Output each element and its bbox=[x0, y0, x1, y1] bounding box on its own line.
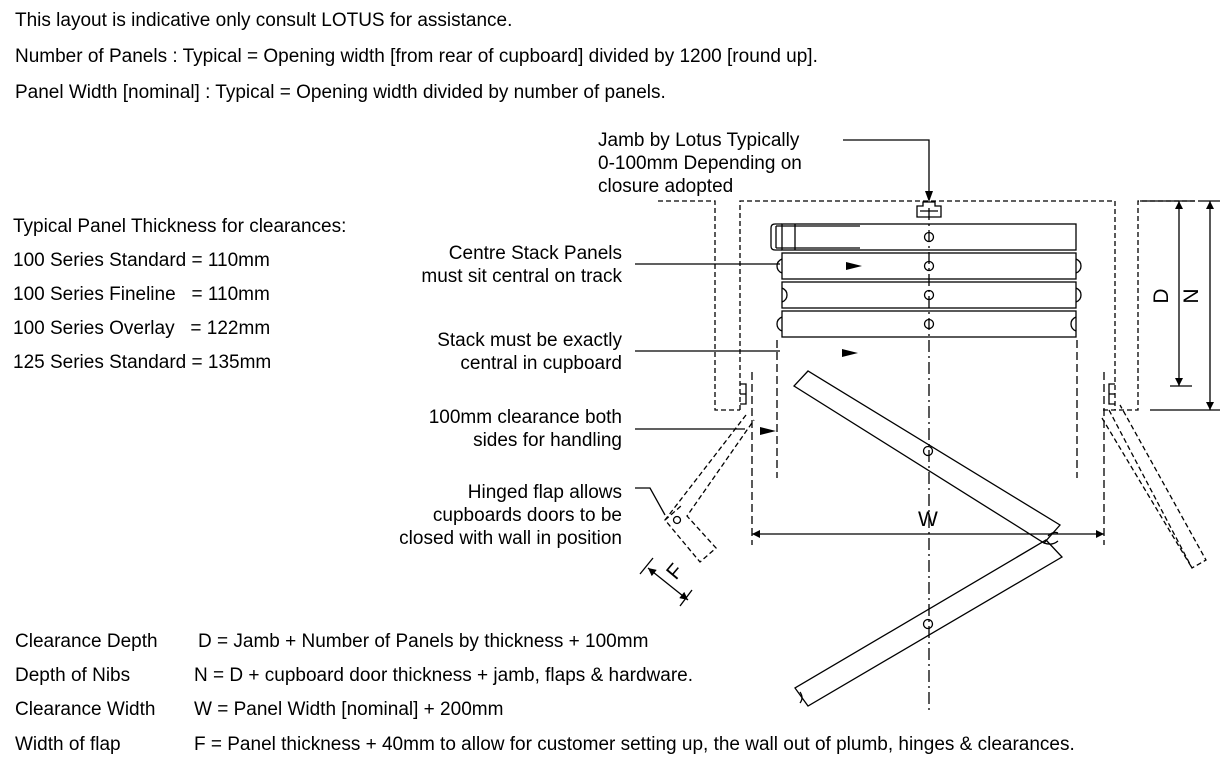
formula-label: Depth of Nibs bbox=[15, 665, 131, 686]
stacked-panel bbox=[781, 281, 1082, 309]
leader-arrow bbox=[925, 191, 933, 202]
thickness-heading: Typical Panel Thickness for clearances: bbox=[13, 216, 347, 237]
hinge-bracket bbox=[740, 383, 1115, 405]
dimension-f bbox=[639, 557, 693, 607]
callout-line: 100mm clearance both bbox=[428, 407, 622, 428]
callout-line: Jamb by Lotus Typically bbox=[598, 130, 800, 151]
clearance-line bbox=[751, 340, 1105, 545]
callout-line: must sit central on track bbox=[421, 266, 622, 287]
stacked-panel bbox=[776, 252, 1082, 280]
leader-arrow bbox=[760, 427, 776, 435]
stacked-panel bbox=[770, 223, 1077, 251]
formula-text: N = D + cupboard door thickness + jamb, … bbox=[194, 665, 694, 686]
callout-line: Stack must be exactly bbox=[437, 330, 622, 351]
thickness-item: 100 Series Standard = 110mm bbox=[13, 250, 270, 271]
dimension-label-w: W bbox=[918, 508, 938, 531]
callout-line: Hinged flap allows bbox=[467, 482, 622, 503]
jamb bbox=[916, 201, 942, 218]
dimension-n bbox=[1150, 200, 1220, 411]
callout-line: sides for handling bbox=[473, 430, 622, 451]
stacked-panel bbox=[776, 310, 1077, 338]
formula-text: W = Panel Width [nominal] + 200mm bbox=[194, 699, 504, 720]
leader-line bbox=[635, 139, 930, 516]
callout-line: central in cupboard bbox=[460, 353, 622, 374]
note-panel-width: Panel Width [nominal] : Typical = Openin… bbox=[15, 82, 666, 103]
callout-line: 0-100mm Depending on bbox=[598, 153, 802, 174]
dimension-label-n: N bbox=[1180, 288, 1203, 303]
dimension-label-d: D bbox=[1150, 288, 1173, 303]
formula-label: Clearance Width bbox=[15, 699, 156, 720]
dimension-d bbox=[1140, 200, 1195, 387]
thickness-item: 100 Series Overlay = 122mm bbox=[13, 318, 271, 339]
callout-line: cupboards doors to be bbox=[432, 505, 622, 526]
pivot-circle bbox=[923, 231, 935, 330]
dimension-label-f: F bbox=[662, 560, 688, 585]
note-indicative: This layout is indicative only consult L… bbox=[15, 10, 513, 31]
formula-label: Width of flap bbox=[15, 734, 121, 755]
formula-text: F = Panel thickness + 40mm to allow for … bbox=[194, 734, 1075, 755]
leader-arrow bbox=[842, 349, 858, 357]
leader-arrow bbox=[846, 262, 862, 270]
callout-line: Centre Stack Panels bbox=[448, 243, 622, 264]
callout-line: closed with wall in position bbox=[399, 528, 622, 549]
callout-line: closure adopted bbox=[598, 176, 734, 197]
formula-text: D = Jamb + Number of Panels by thickness… bbox=[198, 631, 649, 652]
note-number-of-panels: Number of Panels : Typical = Opening wid… bbox=[15, 46, 818, 67]
thickness-item: 100 Series Fineline = 110mm bbox=[13, 284, 270, 305]
formula-label: Clearance Depth bbox=[15, 631, 158, 652]
thickness-item: 125 Series Standard = 135mm bbox=[13, 352, 272, 373]
folding-panel bbox=[794, 539, 1064, 707]
hinged-flap bbox=[664, 414, 755, 563]
hinged-flap bbox=[1101, 404, 1207, 569]
